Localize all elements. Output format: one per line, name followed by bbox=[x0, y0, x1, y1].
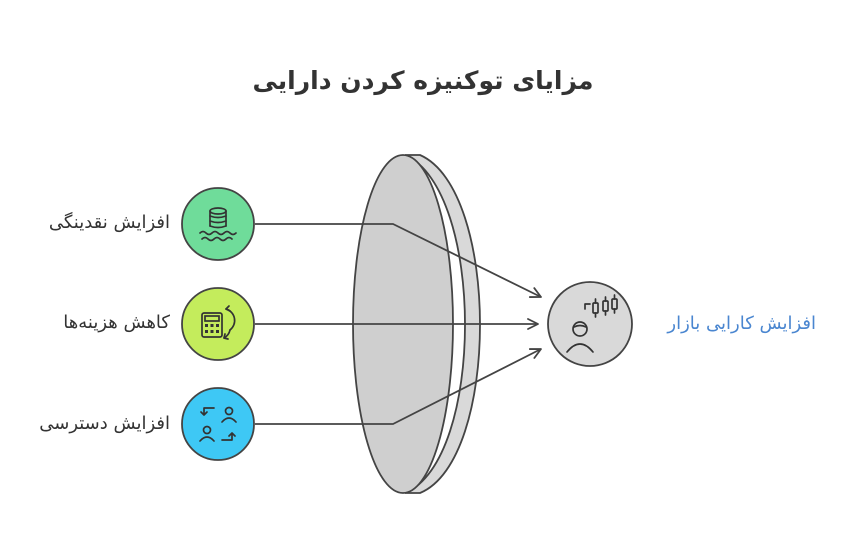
coins-water-icon bbox=[199, 207, 237, 242]
connector-liquidity bbox=[255, 223, 542, 298]
input-label-access: افزایش دسترسی bbox=[39, 413, 170, 434]
trader-chart-icon bbox=[566, 294, 618, 353]
input-label-liquidity: افزایش نقدینگی bbox=[48, 212, 170, 233]
connector-access bbox=[255, 348, 542, 425]
access-node bbox=[181, 387, 255, 461]
market-efficiency-node bbox=[547, 281, 633, 367]
output-label-market: افزایش کارایی بازار bbox=[667, 313, 816, 334]
input-label-costs: کاهش هزینه‌ها bbox=[63, 312, 170, 333]
calculator-refresh-icon bbox=[201, 305, 236, 340]
people-exchange-icon bbox=[199, 406, 237, 442]
diagram-title: مزایای توکنیزه کردن دارایی bbox=[252, 66, 594, 95]
costs-node bbox=[181, 287, 255, 361]
connector-lines bbox=[255, 223, 542, 425]
liquidity-node bbox=[181, 187, 255, 261]
